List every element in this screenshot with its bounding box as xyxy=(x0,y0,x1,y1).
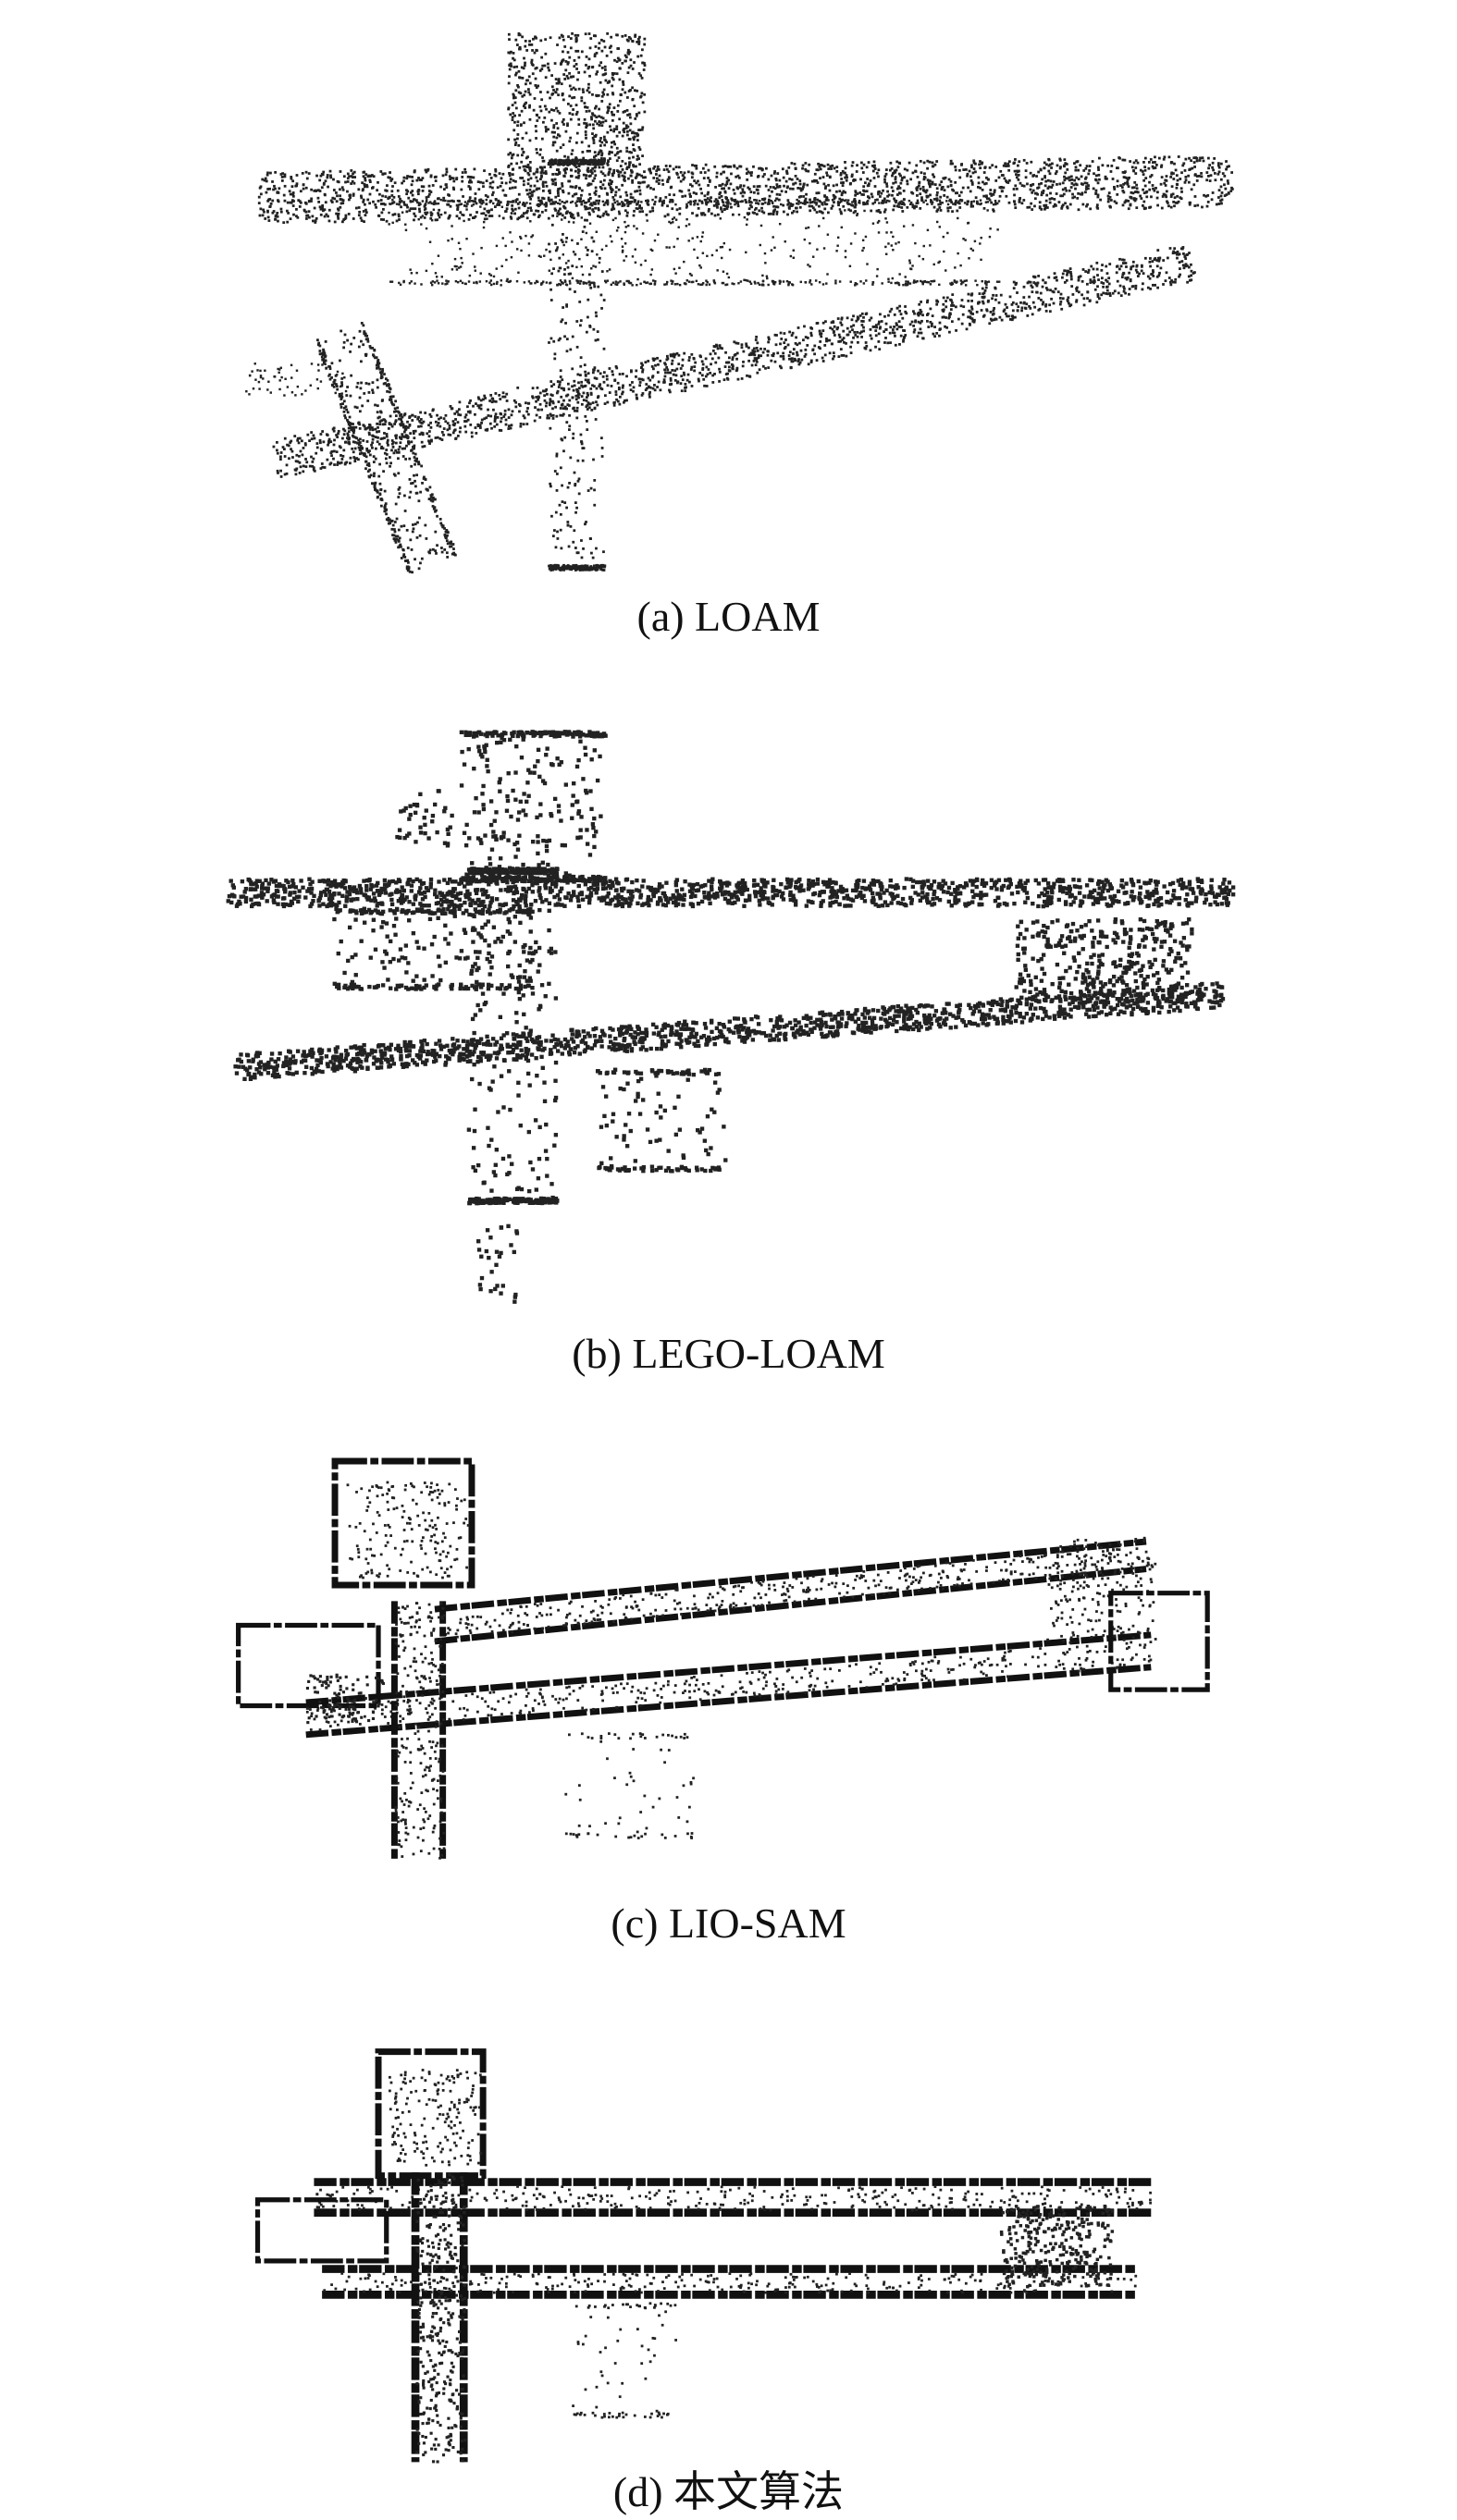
caption-proposed-algorithm: (d) 本文算法 xyxy=(612,2468,845,2515)
caption-lio-sam: (c) LIO-SAM xyxy=(611,1899,846,1947)
lego-loam-map xyxy=(226,730,1236,1304)
caption-lego-loam: (b) LEGO-LOAM xyxy=(572,1330,885,1377)
lio-sam-map xyxy=(236,1457,1210,1860)
caption-loam: (a) LOAM xyxy=(636,593,821,640)
proposed-algorithm-map xyxy=(254,2048,1152,2464)
loam-map xyxy=(245,31,1234,574)
